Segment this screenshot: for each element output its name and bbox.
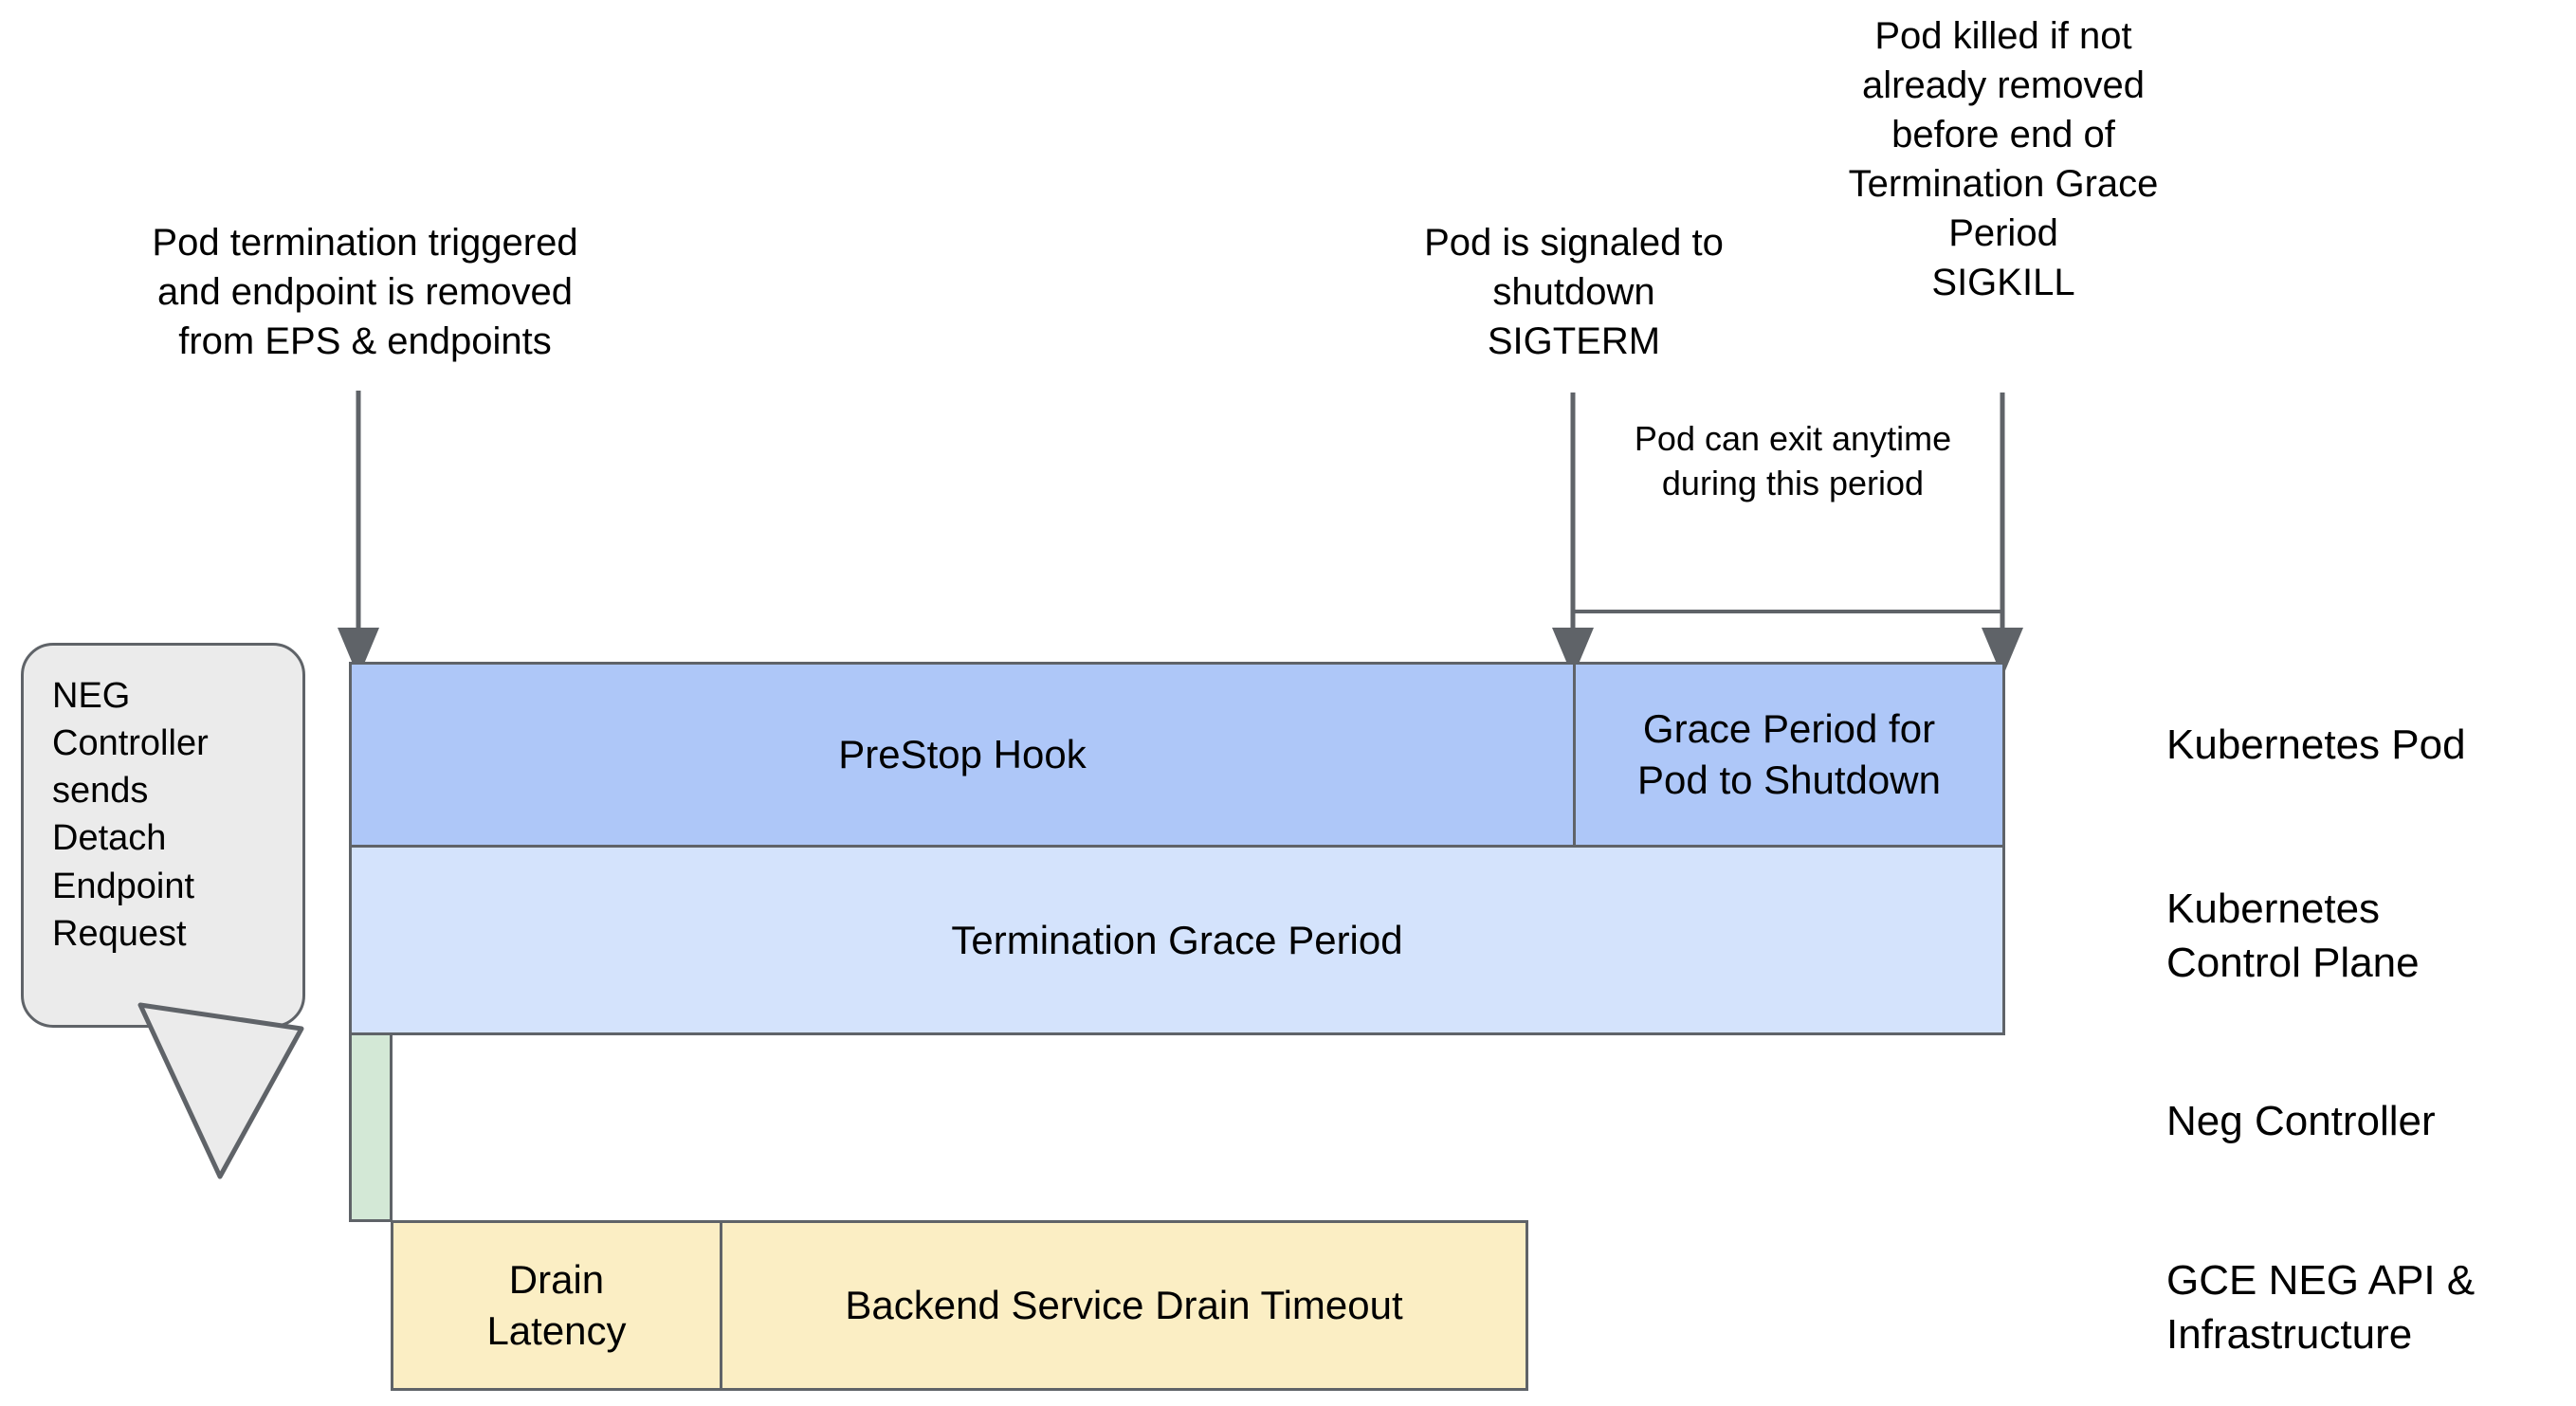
annotation-pod-sigkill: Pod killed if not already removed before… [1848, 15, 2159, 303]
bar-termination-grace-period: Termination Grace Period [349, 845, 2005, 1035]
lane-label-kubernetes-pod: Kubernetes Pod [2166, 721, 2466, 768]
bar-grace-period-shutdown: Grace Period for Pod to Shutdown [1573, 662, 2005, 848]
bar-prestop-hook: PreStop Hook [349, 662, 1576, 848]
bar-drain-latency: Drain Latency [391, 1220, 722, 1391]
lane-label-neg-controller: Neg Controller [2166, 1098, 2436, 1144]
callout-neg-controller: NEG Controller sends Detach Endpoint Req… [21, 643, 305, 1028]
annotation-pod-termination: Pod termination triggered and endpoint i… [152, 222, 578, 362]
annotation-pod-sigterm: Pod is signaled to shutdown SIGTERM [1424, 222, 1724, 362]
annotation-pod-exit-anytime: Pod can exit anytime during this period [1634, 419, 1952, 502]
bar-backend-service-drain-timeout: Backend Service Drain Timeout [720, 1220, 1528, 1391]
lane-label-kubernetes-control-plane: Kubernetes Control Plane [2166, 886, 2420, 987]
lane-label-gce-neg-api: GCE NEG API & Infrastructure [2166, 1257, 2476, 1359]
bar-neg-controller-activity [349, 1032, 393, 1222]
